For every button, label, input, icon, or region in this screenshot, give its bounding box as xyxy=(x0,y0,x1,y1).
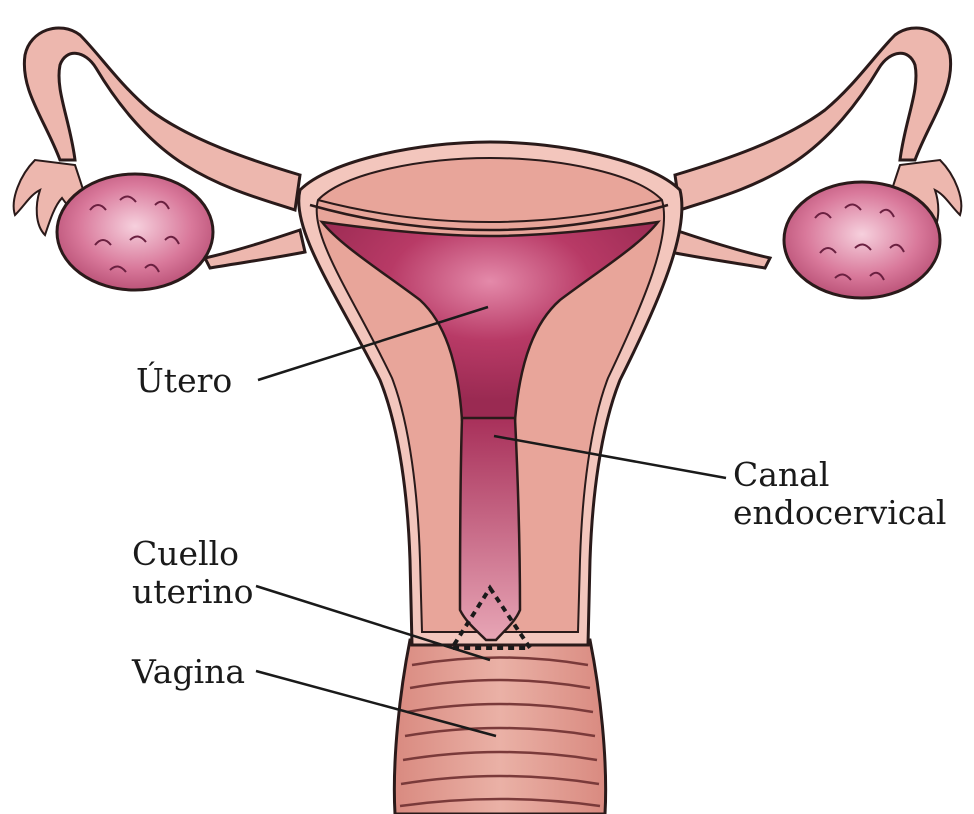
left-ovary xyxy=(57,174,213,290)
label-cuello-line2: uterino xyxy=(132,573,254,611)
label-cuello-uterino: Cuello uterino xyxy=(132,535,254,611)
label-vagina: Vagina xyxy=(132,653,245,691)
label-utero: Útero xyxy=(136,362,232,400)
endocervical-canal xyxy=(460,418,520,640)
label-cuello-line1: Cuello xyxy=(132,535,254,573)
label-canal-line1: Canal xyxy=(733,456,946,494)
vagina xyxy=(394,640,605,814)
right-ovary xyxy=(784,182,940,298)
label-canal-line2: endocervical xyxy=(733,494,946,532)
label-endocervical-canal: Canal endocervical xyxy=(733,456,946,532)
